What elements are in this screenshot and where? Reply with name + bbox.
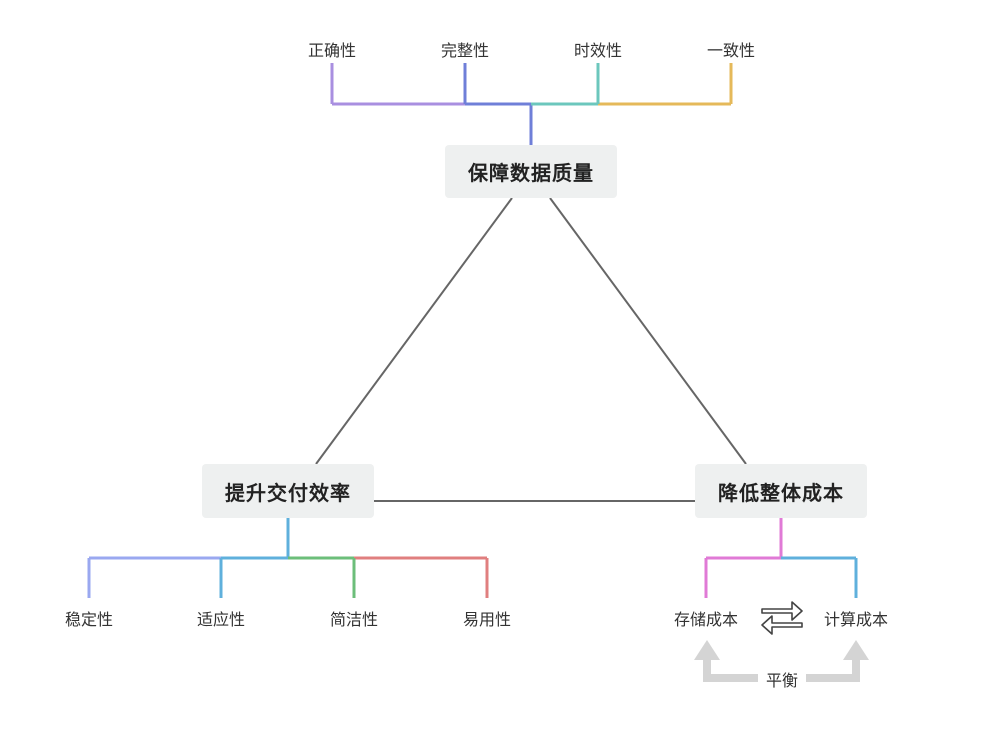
right-branch [704,518,858,598]
leaf-adaptability: 适应性 [196,610,246,629]
balance-label: 平衡 [761,667,803,691]
leaf-stability: 稳定性 [64,610,114,629]
node-delivery-efficiency[interactable]: 提升交付效率 [202,464,374,518]
edge-top-left [315,197,513,465]
leaf-correctness: 正确性 [307,41,357,60]
leaf-simplicity: 简洁性 [329,610,379,629]
leaf-consistency: 一致性 [706,41,756,60]
balance-arrows [703,654,860,682]
node-overall-cost[interactable]: 降低整体成本 [695,464,867,518]
leaf-completeness: 完整性 [440,41,490,60]
edge-top-right [549,197,747,465]
leaf-storage-cost: 存储成本 [673,610,739,629]
balance-arrow-heads [694,640,869,660]
node-data-quality[interactable]: 保障数据质量 [445,145,617,198]
leaf-timeliness: 时效性 [573,41,623,60]
top-branch [330,63,733,145]
left-branch [87,518,489,598]
leaf-compute-cost: 计算成本 [823,610,889,629]
swap-arrows-icon [761,601,803,635]
leaf-usability: 易用性 [462,610,512,629]
